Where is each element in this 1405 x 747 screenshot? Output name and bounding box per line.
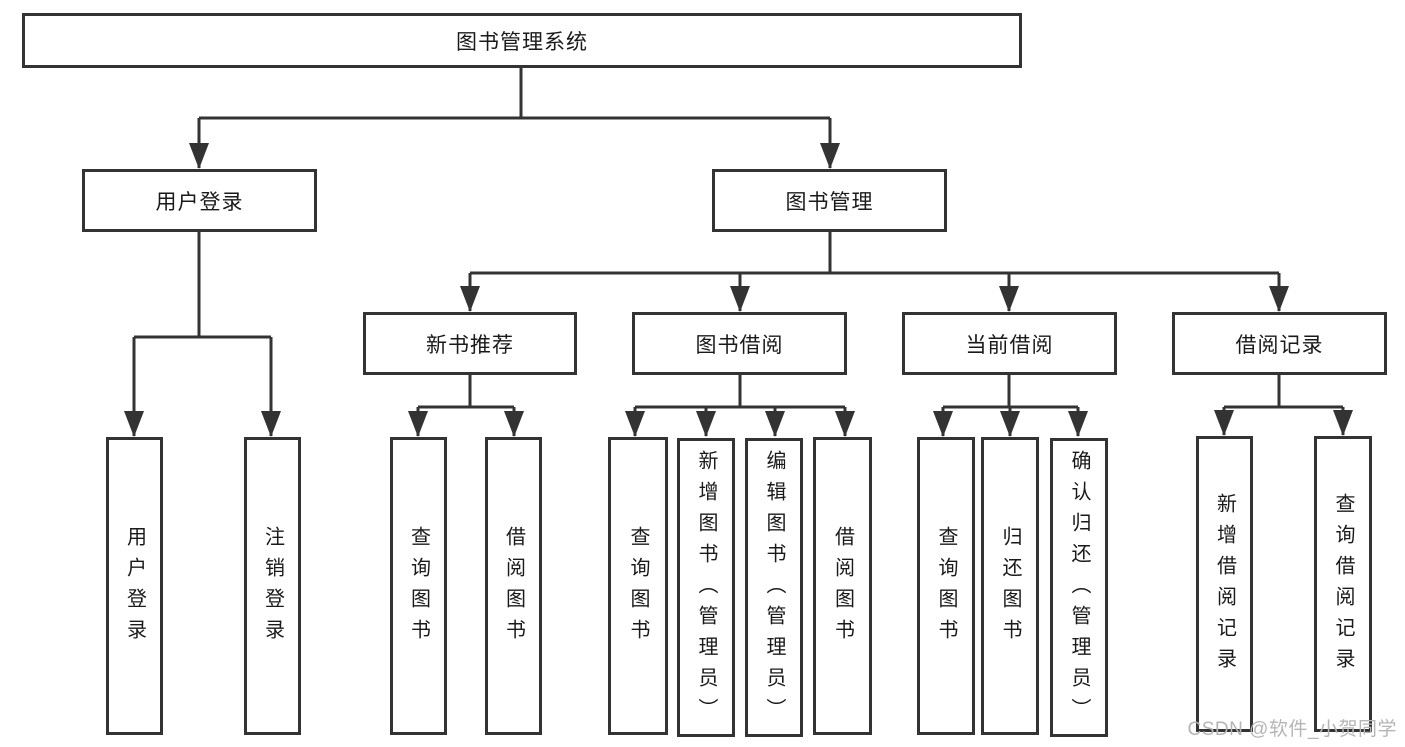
watermark: CSDN @软件_小贺同学: [1187, 719, 1397, 740]
leaf-add-books-admin: 新增图书（管理员）: [677, 438, 735, 737]
leaf-query-borrow-record: 查询借阅记录: [1314, 436, 1372, 732]
node-new-book-recommendation: 新书推荐: [363, 312, 577, 375]
leaf-query-books-recommend: 查询图书: [390, 437, 447, 735]
node-book-management: 图书管理: [712, 169, 947, 232]
leaf-confirm-return-admin: 确认归还（管理员）: [1050, 438, 1108, 737]
leaf-add-borrow-record: 新增借阅记录: [1196, 436, 1253, 732]
node-book-borrowing: 图书借阅: [632, 312, 847, 375]
leaf-logout: 注销登录: [244, 437, 301, 735]
leaf-user-login: 用户登录: [106, 437, 163, 735]
leaf-query-books-borrowing: 查询图书: [608, 437, 668, 735]
leaf-borrow-books-recommend: 借阅图书: [485, 437, 542, 735]
node-borrowing-records: 借阅记录: [1172, 312, 1387, 375]
node-user-login: 用户登录: [82, 169, 317, 232]
leaf-return-books: 归还图书: [981, 437, 1039, 735]
leaf-query-books-current: 查询图书: [917, 437, 975, 735]
leaf-edit-books-admin: 编辑图书（管理员）: [745, 438, 803, 737]
node-library-system: 图书管理系统: [22, 13, 1022, 68]
leaf-borrow-books-borrowing: 借阅图书: [813, 437, 872, 735]
node-current-borrowing: 当前借阅: [902, 312, 1117, 375]
